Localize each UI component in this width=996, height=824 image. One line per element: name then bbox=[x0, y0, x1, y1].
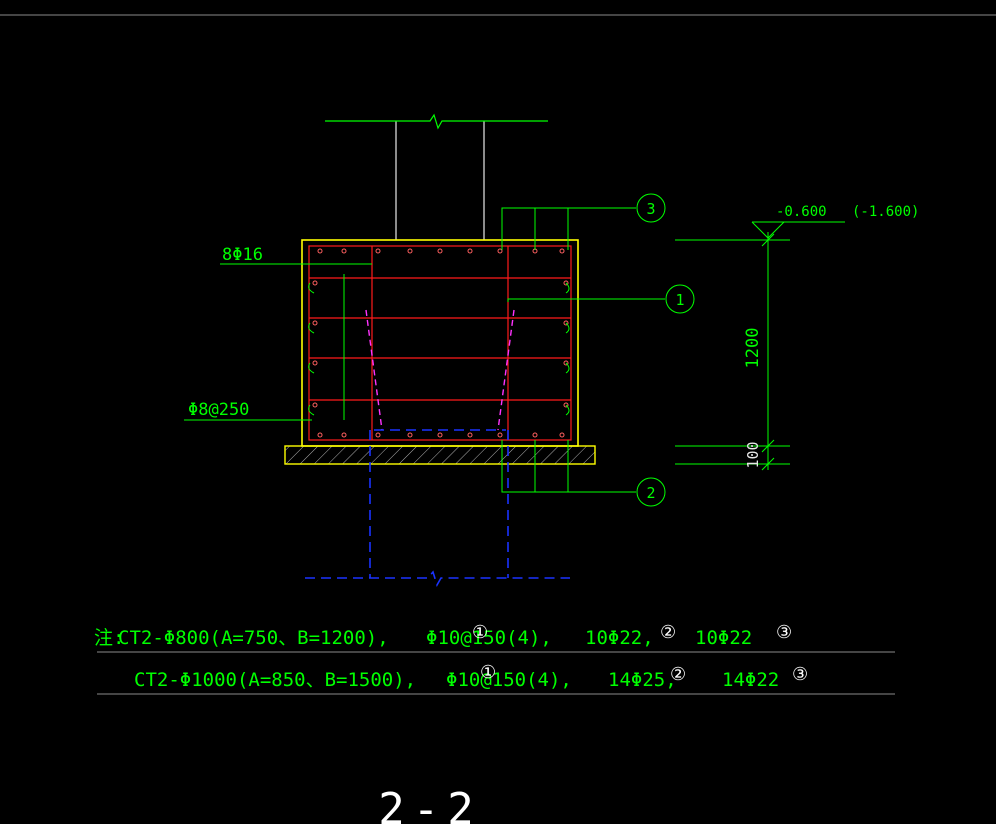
dim-base-label: 100 bbox=[744, 441, 762, 468]
pile-head-dashed bbox=[365, 309, 515, 431]
label-stirrup: Φ8@250 bbox=[188, 400, 249, 420]
notes-2-mark1: ① bbox=[480, 662, 496, 683]
notes-1-item2: 10Φ22, bbox=[585, 627, 654, 649]
notes-line-2: CT2-Φ1000(A=850、B=1500), Φ10@150(4), ① 1… bbox=[134, 662, 808, 691]
pile-cap-outline bbox=[301, 239, 579, 447]
dim-height-label: 1200 bbox=[743, 328, 763, 369]
callout-1 bbox=[507, 284, 695, 314]
callout-3 bbox=[501, 193, 666, 250]
stirrup-hooks bbox=[308, 274, 570, 420]
dimension-vertical bbox=[675, 232, 790, 471]
break-line-top bbox=[325, 113, 548, 130]
notes-2-mark3: ③ bbox=[792, 664, 808, 685]
notes-1-mark1: ① bbox=[472, 622, 488, 643]
callout-2 bbox=[501, 440, 666, 507]
notes-2-item1: Φ10@150(4), bbox=[446, 669, 572, 691]
rebar-cage bbox=[308, 245, 572, 441]
rebar-dots bbox=[312, 248, 569, 438]
notes-2-mark2: ② bbox=[670, 664, 686, 685]
notes-2-item2: 14Φ25, bbox=[608, 669, 677, 691]
notes-underlines bbox=[97, 651, 895, 695]
section-title: 2-2 bbox=[378, 784, 481, 824]
label-bar-top: 8Φ16 bbox=[222, 245, 263, 265]
notes-1-mark2: ② bbox=[660, 622, 676, 643]
notes-1-spec: CT2-Φ800(A=750、B=1200), bbox=[118, 627, 389, 649]
notes-prefix: 注: bbox=[94, 627, 124, 649]
notes-2-spec: CT2-Φ1000(A=850、B=1500), bbox=[134, 669, 416, 691]
notes-line-1: 注: CT2-Φ800(A=750、B=1200), Φ10@150(4), ①… bbox=[94, 622, 792, 649]
elevation-top-paren: (-1.600) bbox=[852, 204, 919, 220]
callout-3-label: 3 bbox=[646, 200, 655, 218]
callout-1-label: 1 bbox=[675, 291, 684, 309]
notes-1-item1: Φ10@150(4), bbox=[426, 627, 552, 649]
notes-2-item3: 14Φ22 bbox=[722, 669, 779, 691]
column-stub bbox=[325, 113, 548, 240]
callout-2-label: 2 bbox=[646, 484, 655, 502]
elevation-top: -0.600 bbox=[776, 204, 827, 220]
notes-1-mark3: ③ bbox=[776, 622, 792, 643]
pile-below-dashed bbox=[305, 429, 570, 588]
cushion-layer bbox=[284, 445, 596, 465]
elevation-marker bbox=[675, 221, 845, 241]
notes-1-item3: 10Φ22 bbox=[695, 627, 752, 649]
